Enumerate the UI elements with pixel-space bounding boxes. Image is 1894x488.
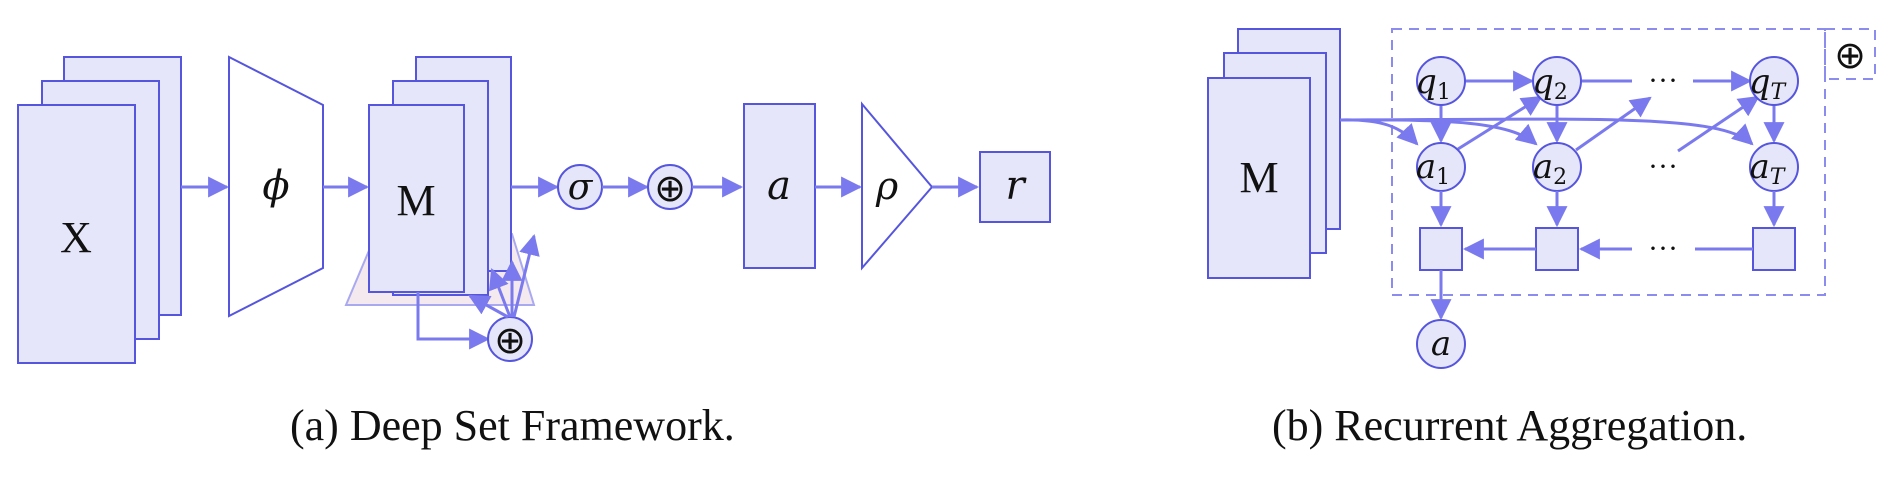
phi-encoder: ϕ: [228, 55, 324, 318]
arrow-a1-to-q2: [1457, 95, 1543, 151]
a-row-ellipsis: ···: [1648, 150, 1678, 183]
panel-b: ⊕ M ··· ··· q1 q2: [1207, 28, 1876, 369]
arrow-sum-up-2: [488, 268, 512, 318]
svg-text:q2: q2: [1532, 62, 1568, 105]
m-feature-stack: M: [368, 56, 512, 296]
sum-pool-label: ⊕: [494, 320, 526, 362]
m-feature-stack-b: M: [1207, 28, 1341, 279]
aT-subscript: T: [1770, 165, 1787, 190]
q1-node: q1: [1415, 56, 1466, 106]
a2-node: a2: [1532, 142, 1582, 192]
q2-node: q2: [1532, 56, 1582, 106]
arrow-m-to-a1: [1339, 118, 1419, 146]
aT-node: aT: [1749, 142, 1799, 192]
a-label: a: [767, 163, 791, 209]
rho-decoder: ρ: [861, 101, 934, 271]
q2-symbol: q: [1532, 62, 1554, 102]
arrow-m-to-aT: [1339, 117, 1754, 146]
arrow-sum-up-4: [512, 233, 540, 318]
aT-symbol: a: [1750, 147, 1770, 187]
accumulator-1: [1419, 227, 1463, 271]
recurrent-dashed-box: [1391, 28, 1826, 296]
arrow-sum-up-1: [468, 294, 509, 319]
aggregate-node: ⊕: [647, 164, 693, 210]
q2-subscript: 2: [1554, 80, 1568, 105]
panel-a: X ϕ M ⊕ σ: [17, 55, 1051, 364]
svg-text:qT: qT: [1749, 62, 1788, 105]
a1-symbol: a: [1416, 147, 1436, 187]
qT-symbol: q: [1749, 62, 1771, 102]
sigma-label: σ: [568, 167, 594, 208]
x-label: X: [60, 213, 92, 262]
q-row-ellipsis: ···: [1648, 64, 1678, 97]
a1-subscript: 1: [1436, 165, 1450, 190]
x-input-stack: X: [17, 56, 182, 364]
sigma-node: σ: [557, 164, 603, 210]
m-label-b: M: [1239, 153, 1278, 202]
m-label: M: [396, 176, 435, 225]
a2-symbol: a: [1533, 147, 1553, 187]
arrow-m-to-a2: [1339, 118, 1538, 146]
svg-text:a2: a2: [1533, 147, 1567, 190]
r-node: r: [979, 151, 1051, 223]
a-node: a: [743, 103, 816, 269]
a2-subscript: 2: [1553, 165, 1567, 190]
oplus-corner-label: ⊕: [1834, 35, 1866, 77]
rho-label: ρ: [875, 164, 899, 208]
r-label: r: [1005, 163, 1027, 209]
output-a-node: a: [1416, 319, 1466, 369]
aggregate-label: ⊕: [654, 168, 686, 210]
svg-text:q1: q1: [1415, 62, 1451, 105]
q1-symbol: q: [1415, 62, 1437, 102]
arrow-dots-to-qT-diag: [1677, 95, 1760, 153]
a1-node: a1: [1416, 142, 1466, 192]
svg-text:aT: aT: [1750, 147, 1787, 190]
qT-subscript: T: [1771, 80, 1788, 105]
oplus-dashed-box: [1824, 28, 1876, 80]
output-a-label: a: [1431, 324, 1451, 364]
phi-label: ϕ: [262, 163, 289, 209]
sum-pool-node: ⊕: [487, 316, 533, 362]
svg-text:a1: a1: [1416, 147, 1450, 190]
q1-subscript: 1: [1437, 80, 1451, 105]
arrow-a2-to-dots: [1575, 96, 1652, 152]
caption-a: (a) Deep Set Framework.: [290, 401, 735, 450]
accumulator-T: [1752, 227, 1796, 271]
arrow-m-to-sum: [416, 292, 491, 350]
caption-b: (b) Recurrent Aggregation.: [1272, 401, 1748, 450]
accumulator-2: [1535, 227, 1579, 271]
square-row-ellipsis: ···: [1648, 232, 1678, 265]
qT-node: qT: [1749, 56, 1799, 106]
